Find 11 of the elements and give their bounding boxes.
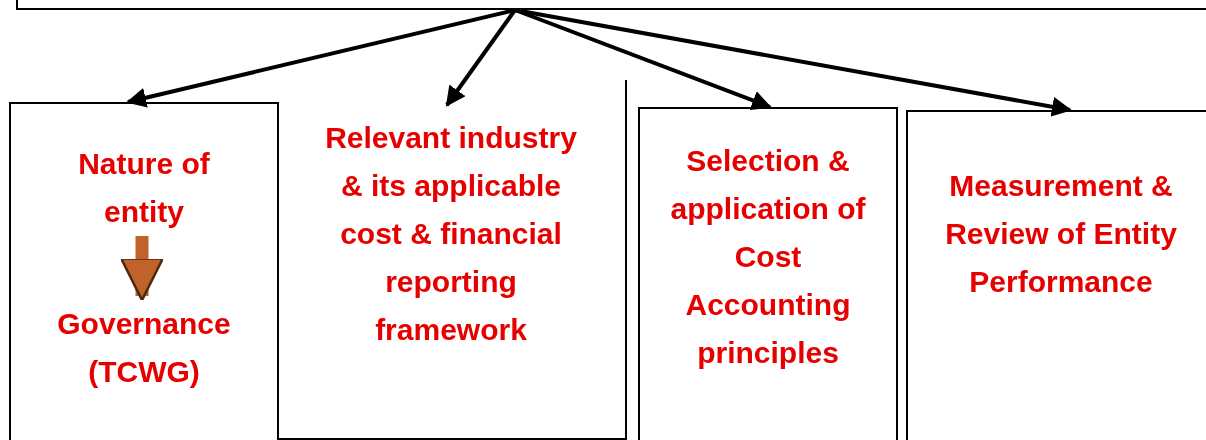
box-text: Governance (TCWG) [56, 306, 232, 390]
box-text: Measurement & Review of Entity Performance [944, 168, 1178, 300]
arrow [514, 8, 1072, 117]
process-box [906, 110, 1206, 440]
process-box [9, 102, 279, 440]
box-text: Relevant industry & its applicable cost & financial reporting framework [324, 120, 578, 348]
box-text: Selection & application of Cost Accounting principles [669, 143, 867, 371]
process-box [638, 107, 898, 440]
block-arrow [119, 236, 165, 302]
process-box [277, 80, 627, 440]
box-text: Nature of entity [77, 146, 211, 230]
